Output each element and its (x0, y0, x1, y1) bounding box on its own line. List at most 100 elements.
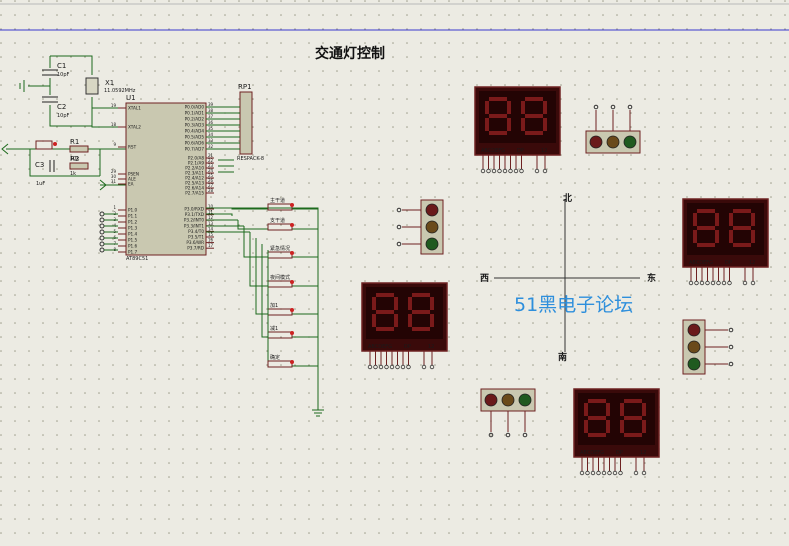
mcu-pin-number: 27 (208, 183, 214, 188)
r1-ref: R1 (70, 138, 79, 146)
c1-ref: C1 (57, 62, 66, 70)
label-north: 北 (563, 192, 572, 204)
mcu-pin-name: P3.3/INT1 (184, 223, 205, 228)
r2-ref: R2 (70, 155, 79, 163)
push-button[interactable]: 紧急情况 (243, 226, 318, 259)
mcu-pin-number: 1 (113, 205, 116, 210)
p1-pullups (99, 211, 118, 253)
button-label: 减1 (270, 325, 278, 332)
button-contact-icon (290, 360, 294, 364)
lamp-icon (687, 323, 701, 337)
mcu-pin-name: P3.5/T1 (188, 235, 204, 240)
page-title: 交通灯控制 (315, 45, 385, 62)
mcu-pin-name: P1.6 (128, 244, 138, 249)
display-digit-label: 12 (749, 260, 755, 266)
mcu-pin-name: P0.4/AD4 (185, 129, 205, 134)
mcu-pin-name: P0.2/AD2 (185, 117, 205, 122)
push-button[interactable]: 支干道 (237, 217, 318, 231)
push-button[interactable]: 加1 (255, 238, 318, 316)
button-label: 主干道 (270, 197, 285, 204)
c2-value: 10pF (57, 113, 70, 119)
lamp-icon (425, 220, 439, 234)
mcu-pin-number: 31 (111, 179, 117, 184)
mcu-pin-name: P3.4/T0 (188, 229, 204, 234)
mcu-pin-name: ALE (128, 177, 136, 182)
mcu-pin-name: RST (128, 145, 137, 150)
mcu-pin-name: P2.6/A14 (185, 186, 204, 191)
lamp-icon (518, 393, 532, 407)
push-button[interactable]: 主干道 (231, 197, 318, 211)
mcu-pin-number: 17 (208, 243, 214, 248)
mcu-pin-number: 34 (208, 132, 214, 137)
c3-ref: C3 (35, 161, 44, 169)
button-contact-icon (290, 331, 294, 335)
mcu-pin-number: 35 (208, 126, 214, 131)
push-button[interactable]: 确定 (267, 250, 318, 368)
mcu-pin-number: 15 (208, 232, 214, 237)
mcu-right-pins: 39P0.0/AD038P0.1/AD137P0.2/AD236P0.3/AD3… (184, 102, 214, 251)
mcu-pin-name: P0.1/AD1 (185, 111, 205, 116)
mcu-ref: U1 (126, 94, 136, 102)
mcu-pin-number: 24 (208, 168, 214, 173)
mcu-pin-number: 33 (208, 138, 214, 143)
mcu-pin-name: P0.7/AD7 (185, 147, 205, 152)
display-segment-label: ABCDEFG (368, 344, 392, 350)
mcu-pin-number: 32 (208, 144, 214, 149)
crossroad: 北 南 西 东 (480, 192, 656, 363)
button-contact-icon (290, 203, 294, 207)
mcu-pin-name: P0.3/AD3 (185, 123, 205, 128)
button-label: 紧急情况 (270, 245, 290, 252)
display-segment-label: ABCDEFG (689, 260, 713, 266)
mcu-pin-name: P2.3/A11 (185, 171, 204, 176)
display-digit-label: 12 (541, 148, 547, 154)
mcu-pin-name: P2.4/A12 (185, 176, 204, 181)
resistor-pack-rp1: RP1 RESPACK-8 (206, 83, 264, 173)
mcu-pin-number: 10 (208, 204, 214, 209)
mcu-pin-number: 39 (208, 102, 214, 107)
oscillator-circuit: C1 10pF C2 10pF X1 11.0592MHz (19, 55, 136, 128)
crystal (85, 77, 99, 95)
button-contact-icon (290, 223, 294, 227)
lamp-icon (589, 135, 603, 149)
traffic-lights (396, 104, 734, 438)
button-contact-icon (290, 251, 294, 255)
button-label: 支干道 (270, 217, 285, 224)
mcu-pin-number: 29 (111, 169, 117, 174)
label-south: 南 (558, 351, 567, 363)
mcu-pin-name: PSEN (128, 172, 139, 177)
display-dp-label: DP (725, 260, 732, 266)
lamp-icon (606, 135, 620, 149)
mcu-pin-number: 18 (111, 122, 117, 127)
mcu-pin-number: 26 (208, 178, 214, 183)
button-label: 加1 (270, 302, 278, 309)
push-button[interactable]: 减1 (261, 244, 318, 339)
mcu-pin-number: 16 (208, 238, 214, 243)
lamp-icon (484, 393, 498, 407)
button-contact-icon (290, 280, 294, 284)
button-label: 确定 (270, 354, 280, 361)
mcu-pin-number: 36 (208, 120, 214, 125)
lamp-icon (425, 237, 439, 251)
mcu-pin-number: 28 (208, 188, 214, 193)
mcu-pin-name: P1.0 (128, 208, 138, 213)
mcu-pin-number: 25 (208, 173, 214, 178)
r2-value: 1k (70, 171, 76, 177)
display-dp-label: DP (404, 344, 411, 350)
traffic-light-south (480, 388, 536, 438)
display-dp-label: DP (616, 450, 623, 456)
mcu-pin-name: XTAL1 (128, 106, 141, 111)
mcu-pin-number: 30 (111, 174, 117, 179)
mcu-pin-name: P3.2/INT0 (184, 218, 205, 223)
mcu-pin-name: P1.5 (128, 238, 138, 243)
lamp-icon (501, 393, 515, 407)
mcu-pin-name: XTAL2 (128, 125, 141, 130)
seven-segment-display: ABCDEFG DP 12 (682, 198, 769, 286)
mcu-pin-name: P2.0/A8 (188, 156, 204, 161)
mcu-pin-number: 11 (208, 210, 214, 215)
mcu-pin-number: 19 (111, 103, 117, 108)
mcu-pin-name: P1.2 (128, 220, 138, 225)
